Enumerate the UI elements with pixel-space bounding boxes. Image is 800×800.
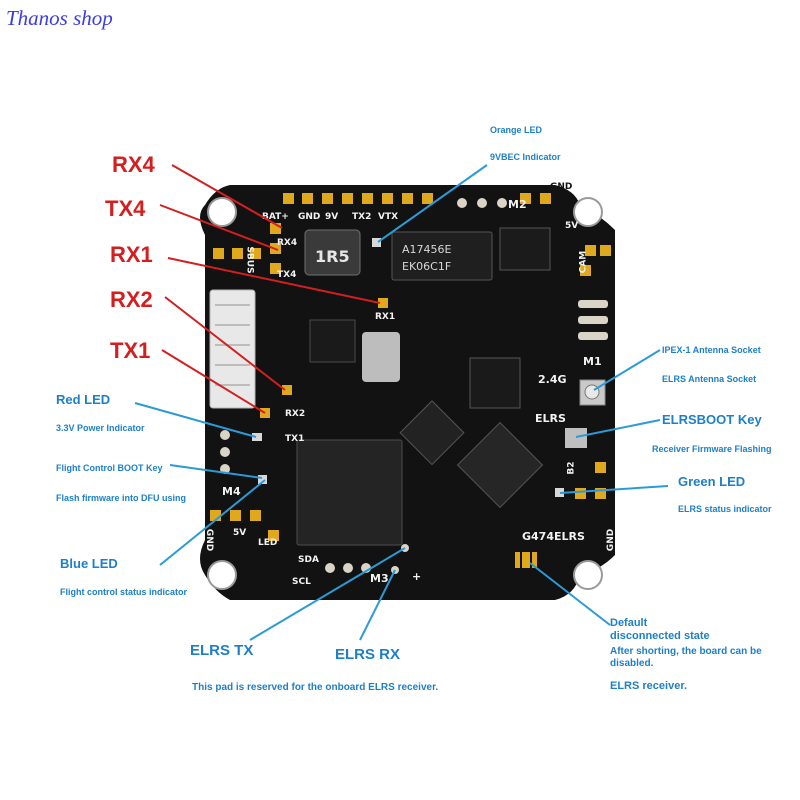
m2-motor-pads bbox=[457, 198, 507, 208]
rx1-pad bbox=[378, 298, 388, 308]
top-ic-marking-1: A17456E bbox=[402, 243, 452, 256]
annot-default-title-1: Default bbox=[610, 617, 648, 629]
pad-label-9v: 9V bbox=[325, 212, 339, 222]
baro-chip bbox=[399, 400, 465, 466]
inductor-1r5 bbox=[304, 229, 361, 276]
annot-boot-key-desc: Flash firmware into DFU using bbox=[56, 493, 187, 503]
mount-hole-tl bbox=[207, 197, 237, 227]
pad-label-bat: BAT+ bbox=[262, 212, 289, 222]
annot-orange-led-desc: 9VBEC Indicator bbox=[490, 152, 561, 162]
pad-label-elrs: ELRS bbox=[535, 412, 566, 425]
callout-rx2: RX2 bbox=[110, 287, 153, 312]
pad-label-tx1: TX1 bbox=[285, 434, 305, 444]
annot-default-desc-3: ELRS receiver. bbox=[610, 680, 688, 692]
annot-default-title-2: disconnected state bbox=[610, 630, 710, 642]
rx2-pad bbox=[282, 385, 292, 395]
pad-label-scl: SCL bbox=[292, 577, 311, 587]
callout-rx4: RX4 bbox=[112, 152, 155, 177]
pad-label-m4: M4 bbox=[222, 485, 241, 498]
mcu-chip bbox=[296, 439, 403, 546]
pad-label-rx4: RX4 bbox=[277, 238, 298, 248]
blue-led bbox=[258, 475, 267, 484]
annot-elrs-tx: ELRS TX bbox=[190, 642, 254, 659]
pad-label-gnd-tr: GND bbox=[550, 182, 573, 192]
shop-watermark: Thanos shop bbox=[6, 6, 113, 30]
pad-label-m1: M1 bbox=[583, 355, 602, 368]
mount-hole-bl bbox=[207, 560, 237, 590]
callout-rx1: RX1 bbox=[110, 242, 153, 267]
right-pad-column bbox=[575, 245, 611, 499]
m1-motor-pads bbox=[578, 300, 608, 340]
pad-label-sda: SDA bbox=[298, 555, 319, 565]
annot-red-led-desc: 3.3V Power Indicator bbox=[56, 423, 145, 433]
annot-ipex-desc: ELRS Antenna Socket bbox=[662, 374, 757, 384]
orange-led bbox=[372, 238, 381, 247]
annot-default-desc-2: disabled. bbox=[610, 658, 654, 669]
annot-pad-note: This pad is reserved for the onboard ELR… bbox=[192, 682, 439, 693]
annot-default-desc-1: After shorting, the board can be bbox=[610, 646, 762, 657]
inductor-marking: 1R5 bbox=[315, 247, 350, 266]
pad-label-g474elrs: G474ELRS bbox=[522, 530, 585, 543]
annot-green-led-title: Green LED bbox=[678, 474, 746, 489]
pad-label-m3: M3 bbox=[370, 572, 389, 585]
pad-label-5v-tr: 5V bbox=[565, 221, 579, 231]
annot-blue-led-title: Blue LED bbox=[60, 556, 118, 571]
pad-label-plus: + bbox=[412, 570, 422, 583]
annot-red-led-title: Red LED bbox=[56, 392, 111, 407]
top-ic-marking-2: EK06C1F bbox=[402, 260, 451, 273]
imu-chip bbox=[469, 357, 521, 409]
annot-blue-led-desc: Flight control status indicator bbox=[60, 587, 188, 597]
green-led bbox=[555, 488, 564, 497]
elrs-boot-button bbox=[565, 428, 587, 448]
mount-hole-tr bbox=[573, 197, 603, 227]
pad-label-vtx: VTX bbox=[378, 212, 399, 222]
pad-label-m2: M2 bbox=[508, 198, 527, 211]
callout-tx1: TX1 bbox=[110, 338, 151, 363]
small-ic bbox=[309, 319, 356, 363]
top-ic bbox=[391, 231, 493, 281]
pad-label-rx1: RX1 bbox=[375, 312, 396, 322]
pad-label-rx2: RX2 bbox=[285, 409, 306, 419]
pad-label-tx2: TX2 bbox=[352, 212, 372, 222]
m4-motor-pads bbox=[220, 430, 230, 474]
mount-hole-br bbox=[573, 560, 603, 590]
elrs-chip bbox=[456, 421, 544, 509]
pad-label-gnd-top: GND bbox=[298, 212, 321, 222]
top-right-ic bbox=[499, 227, 551, 271]
smd-crystal bbox=[362, 332, 400, 382]
annot-boot-key-title: Flight Control BOOT Key bbox=[56, 463, 163, 473]
red-led bbox=[252, 433, 262, 441]
callout-tx4: TX4 bbox=[105, 196, 146, 221]
pad-label-led: LED bbox=[258, 538, 278, 548]
annot-elrs-rx: ELRS RX bbox=[335, 646, 401, 663]
annot-elrsboot-desc: Receiver Firmware Flashing bbox=[652, 444, 772, 454]
top-pad-row bbox=[283, 193, 551, 204]
annot-orange-led-title: Orange LED bbox=[490, 125, 543, 135]
pad-label-2-4g: 2.4G bbox=[538, 373, 567, 386]
pad-label-tx4: TX4 bbox=[277, 270, 297, 280]
annot-elrsboot-title: ELRSBOOT Key bbox=[662, 412, 762, 427]
annot-ipex-title: IPEX-1 Antenna Socket bbox=[662, 345, 761, 355]
annot-green-led-desc: ELRS status indicator bbox=[678, 504, 772, 514]
pad-label-5v-l: 5V bbox=[233, 528, 247, 538]
